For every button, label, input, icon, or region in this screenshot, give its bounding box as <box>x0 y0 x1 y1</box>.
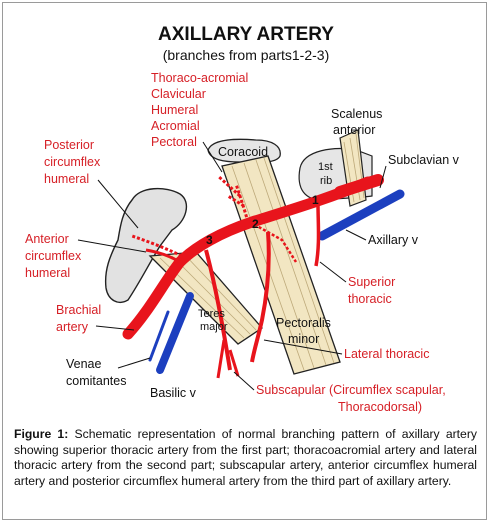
svg-text:circumflex: circumflex <box>25 249 82 263</box>
coracoid-process <box>207 138 281 163</box>
anterior-circumflex-humeral-artery <box>145 248 181 264</box>
svg-text:anterior: anterior <box>333 123 375 137</box>
brachial-artery-label: Brachial artery <box>56 303 101 334</box>
coracoid-label: Coracoid <box>218 145 268 159</box>
teres-major-label: Teres major <box>198 308 228 333</box>
svg-text:Anterior: Anterior <box>25 232 69 246</box>
svg-text:Posterior: Posterior <box>44 138 94 152</box>
svg-text:Superior: Superior <box>348 275 395 289</box>
svg-text:Pectoralis: Pectoralis <box>276 316 331 330</box>
subscapular-artery <box>204 249 232 371</box>
scalenus-anterior-label: Scalenus anterior <box>331 107 382 137</box>
thoraco-acromial-label: Thoraco-acromial Clavicular Humeral Acro… <box>151 71 248 149</box>
diagram-subtitle: (branches from parts1-2-3) <box>163 47 330 63</box>
venae-comitantes-vessel <box>148 310 170 362</box>
pectoralis-minor-label: Pectoralis minor <box>276 316 331 346</box>
svg-text:Clavicular: Clavicular <box>151 87 206 101</box>
superior-thoracic-artery <box>314 203 321 267</box>
svg-text:major: major <box>200 321 228 333</box>
svg-text:Humeral: Humeral <box>151 103 198 117</box>
svg-text:Teres: Teres <box>198 308 225 320</box>
caption-text: Schematic representation of normal branc… <box>14 427 477 488</box>
svg-text:thoracic: thoracic <box>348 292 392 306</box>
thoraco-acromial-branch <box>216 174 250 223</box>
humerus-bone <box>104 187 188 304</box>
svg-text:Acromial: Acromial <box>151 119 200 133</box>
svg-text:minor: minor <box>288 332 319 346</box>
svg-text:Thoracodorsal): Thoracodorsal) <box>338 400 422 414</box>
svg-text:Brachial: Brachial <box>56 303 101 317</box>
svg-text:rib: rib <box>320 175 332 187</box>
svg-text:humeral: humeral <box>44 172 89 186</box>
part-number-2: 2 <box>252 217 259 231</box>
diagram-title: AXILLARY ARTERY <box>158 24 334 45</box>
axillary-artery-diagram: AXILLARY ARTERY (branches from parts1-2-… <box>25 24 460 414</box>
anterior-circumflex-label: Anterior circumflex humeral <box>25 232 82 280</box>
svg-text:comitantes: comitantes <box>66 374 126 388</box>
first-rib-label: 1st rib <box>318 161 333 187</box>
svg-text:artery: artery <box>56 320 89 334</box>
axillary-vein-label: Axillary v <box>368 233 419 247</box>
part-number-1: 1 <box>312 193 319 207</box>
axillary-vein <box>317 189 405 241</box>
svg-text:Venae: Venae <box>66 357 102 371</box>
figure-frame <box>2 2 487 520</box>
lateral-thoracic-label: Lateral thoracic <box>344 347 429 361</box>
basilic-vein <box>156 292 194 374</box>
svg-text:Pectoral: Pectoral <box>151 135 197 149</box>
svg-text:circumflex: circumflex <box>44 155 101 169</box>
subclavian-vein-label: Subclavian v <box>388 153 460 167</box>
part-number-3: 3 <box>206 233 213 247</box>
svg-text:Thoraco-acromial: Thoraco-acromial <box>151 71 248 85</box>
basilic-vein-label: Basilic v <box>150 386 197 400</box>
svg-text:1st: 1st <box>318 161 333 173</box>
lateral-thoracic-artery <box>250 231 271 363</box>
caption-lead: Figure 1: <box>14 427 69 441</box>
pectoral-branch <box>249 220 298 263</box>
svg-text:humeral: humeral <box>25 266 70 280</box>
subscapular-label: Subscapular (Circumflex scapular, Thorac… <box>256 383 446 414</box>
posterior-circumflex-label: Posterior circumflex humeral <box>44 138 101 186</box>
figure-caption: Figure 1: Schematic representation of no… <box>14 427 477 489</box>
venae-comitantes-label: Venae comitantes <box>66 357 126 388</box>
svg-text:Scalenus: Scalenus <box>331 107 382 121</box>
superior-thoracic-label: Superior thoracic <box>348 275 395 306</box>
subclavian-artery-segment <box>334 174 384 198</box>
svg-text:Subscapular (Circumflex scapul: Subscapular (Circumflex scapular, <box>256 383 446 397</box>
axillary-artery-main <box>122 176 374 340</box>
